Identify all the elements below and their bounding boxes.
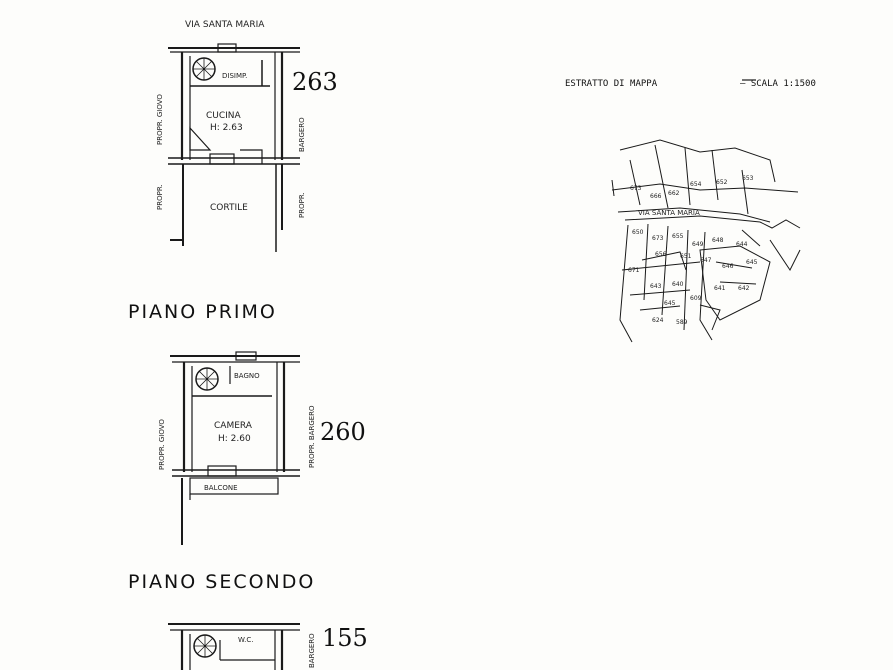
map-parcel-number: 589 xyxy=(676,319,688,326)
map-parcel-number: 673 xyxy=(630,185,642,192)
ground-side-right-bottom: PROPR. xyxy=(298,192,306,218)
kitchen-height: H: 2.63 xyxy=(210,123,243,133)
map-parcel-number: 649 xyxy=(692,241,704,248)
map-parcel-number: 653 xyxy=(742,175,754,182)
ground-height-note: 263 xyxy=(292,68,338,96)
map-parcel-number: 644 xyxy=(736,241,748,248)
first-height-note: 260 xyxy=(320,418,366,446)
map-parcel-number: 609 xyxy=(690,295,702,302)
map-parcel-number: 640 xyxy=(672,281,684,288)
map-parcel-number: 646 xyxy=(722,263,734,270)
map-parcel-number: 673 xyxy=(652,235,664,242)
first-side-left: PROPR. GIOVO xyxy=(158,419,166,470)
room-disimp: DISIMP. xyxy=(222,72,247,80)
room-bed: CAMERA xyxy=(214,421,253,431)
map-street: VIA SANTA MARIA xyxy=(638,209,700,217)
balcony-label: BALCONE xyxy=(204,484,238,492)
room-kitchen: CUCINA xyxy=(206,111,242,121)
second-floor-plan xyxy=(168,623,300,670)
map-parcel-number: 641 xyxy=(714,285,726,292)
map-parcel-number: 624 xyxy=(652,317,664,324)
map-parcel-number: 651 xyxy=(680,253,692,260)
map-scale: – SCALA 1:1500 xyxy=(740,79,816,89)
second-height-note: 155 xyxy=(322,624,368,652)
ground-floor-plan xyxy=(168,43,300,252)
map-parcel-number: 652 xyxy=(716,179,728,186)
map-parcel-number: 662 xyxy=(668,190,680,197)
map-parcel-number: 656 xyxy=(655,251,667,258)
ground-side-left: PROPR. GIOVO xyxy=(156,94,164,145)
map-parcel-number: 647 xyxy=(700,257,712,264)
room-wc: W.C. xyxy=(238,636,253,644)
map-parcel-number: 666 xyxy=(650,193,662,200)
map-parcel-number: 650 xyxy=(632,229,644,236)
floor-first-label: PIANO PRIMO xyxy=(128,301,277,323)
map-parcel-number: 655 xyxy=(672,233,684,240)
bed-height: H: 2.60 xyxy=(218,434,251,444)
ground-side-left-bottom: PROPR. xyxy=(156,184,164,210)
map-parcel-labels: 673 666 662 654 652 653 650 673 655 649 648 644 671 6… xyxy=(628,175,758,326)
map-parcel-number: 671 xyxy=(628,267,640,274)
cadastral-map xyxy=(611,139,801,343)
map-parcel-number: 645 xyxy=(746,259,758,266)
first-side-right: PROPR. BARGERO xyxy=(308,405,316,468)
map-parcel-number: 645 xyxy=(664,300,676,307)
first-floor-plan xyxy=(170,351,300,545)
courtyard-label: CORTILE xyxy=(210,203,248,213)
ground-side-right: BARGERO xyxy=(298,117,306,152)
map-parcel-number: 643 xyxy=(650,283,662,290)
floor-second-label: PIANO SECONDO xyxy=(128,571,315,593)
map-parcel-number: 642 xyxy=(738,285,750,292)
map-parcel-number: 648 xyxy=(712,237,724,244)
street-label: VIA SANTA MARIA xyxy=(185,20,265,30)
room-bath: BAGNO xyxy=(234,372,260,380)
map-title: ESTRATTO DI MAPPA xyxy=(565,79,658,89)
map-parcel-number: 654 xyxy=(690,181,702,188)
second-side-right: BARGERO xyxy=(308,633,316,668)
